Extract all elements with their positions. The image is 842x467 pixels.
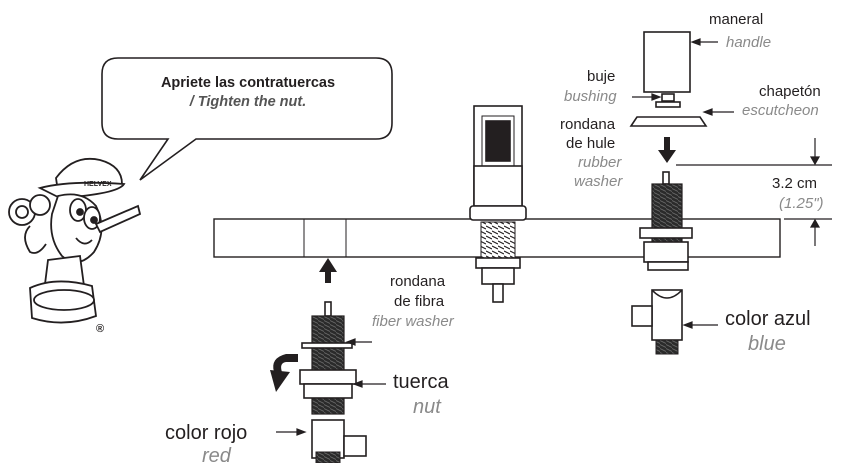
label-handle-es: maneral xyxy=(709,11,764,28)
label-fiber-washer-en: fiber washer xyxy=(372,313,454,330)
speech-bubble xyxy=(101,57,393,181)
leader-lines xyxy=(276,38,734,436)
label-bushing-en: bushing xyxy=(564,88,617,105)
mascot-plumber xyxy=(8,157,142,324)
callout-line-en: / Tighten the nut. xyxy=(189,93,307,110)
label-blue-es: color azul xyxy=(725,308,811,330)
label-bushing-es: buje xyxy=(587,68,616,85)
label-dimension-metric: 3.2 cm xyxy=(772,175,818,192)
label-nut-en: nut xyxy=(413,396,441,418)
valve-blue-assembly xyxy=(629,31,708,355)
label-rubber-washer-es-1: rondana xyxy=(560,116,616,133)
dimension-marker xyxy=(676,138,832,246)
label-fiber-washer-es-1: rondana xyxy=(390,273,446,290)
registered-mark: ® xyxy=(96,323,104,335)
label-fiber-washer-es-2: de fibra xyxy=(394,293,445,310)
label-rubber-washer-es-2: de hule xyxy=(566,135,616,152)
callout-line-es: Apriete las contratuercas xyxy=(160,75,336,91)
up-arrow xyxy=(319,258,337,283)
label-rubber-washer-en-1: rubber xyxy=(578,154,622,171)
label-rubber-washer-en-2: washer xyxy=(574,173,623,190)
callout-text: Apriete las contratuercas / Tighten the … xyxy=(118,74,378,112)
label-red-en: red xyxy=(202,445,231,467)
label-dimension-imperial: (1.25") xyxy=(779,195,824,212)
rotation-arrow xyxy=(270,354,298,392)
valve-red-assembly xyxy=(299,301,367,463)
label-escutcheon-en: escutcheon xyxy=(742,102,819,119)
down-arrow xyxy=(658,137,676,163)
label-nut-es: tuerca xyxy=(393,371,449,393)
mascot-cap-text: HELVEX xyxy=(84,181,112,188)
label-escutcheon-es: chapetón xyxy=(759,83,821,100)
label-blue-en: blue xyxy=(748,333,786,355)
label-handle-en: handle xyxy=(726,34,772,51)
label-red-es: color rojo xyxy=(165,422,248,444)
spout-assembly xyxy=(469,105,527,303)
